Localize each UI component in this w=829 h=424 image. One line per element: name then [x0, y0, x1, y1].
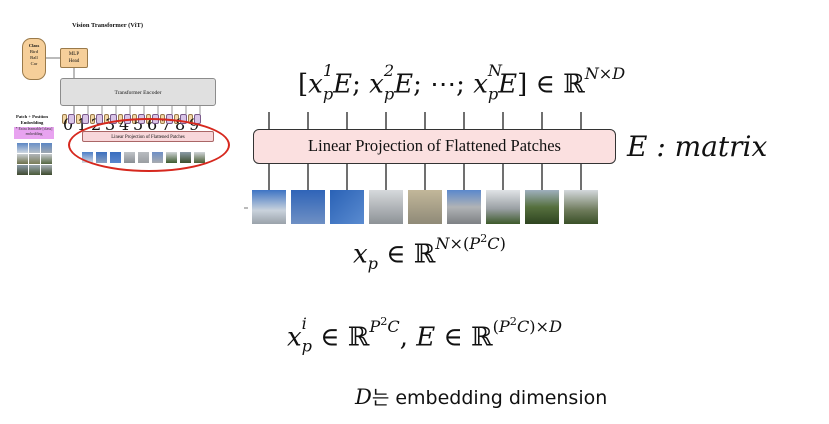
position-token: 1 — [76, 114, 81, 124]
patch-token — [82, 114, 89, 124]
d-variable: D — [355, 385, 372, 409]
embedding-dimension-note: D는 embedding dimension — [355, 383, 607, 410]
image-patches-row — [244, 188, 619, 228]
source-patch — [29, 143, 40, 153]
linear-projection-bar: Linear Projection of Flattened Patches — [253, 129, 616, 164]
highlight-ellipse — [68, 118, 230, 172]
position-token: 2 — [90, 114, 95, 124]
extra-token-note: * Extra learnable [class] embedding — [14, 127, 54, 139]
source-patch — [41, 143, 52, 153]
source-patch — [17, 165, 28, 175]
source-patch — [41, 154, 52, 164]
patch-position-label: Patch + Position Embedding — [10, 114, 54, 125]
source-patch — [17, 154, 28, 164]
source-patch — [41, 165, 52, 175]
source-patch — [17, 143, 28, 153]
source-patch — [29, 154, 40, 164]
matrix-label: E : matrix — [627, 130, 767, 163]
patch-shape-formula: xp ∈ ℝN×(P2C) — [353, 232, 506, 273]
patch-token — [68, 114, 75, 124]
d-description: 는 embedding dimension — [372, 387, 607, 409]
source-patch — [29, 165, 40, 175]
position-token: 0 — [62, 114, 67, 124]
